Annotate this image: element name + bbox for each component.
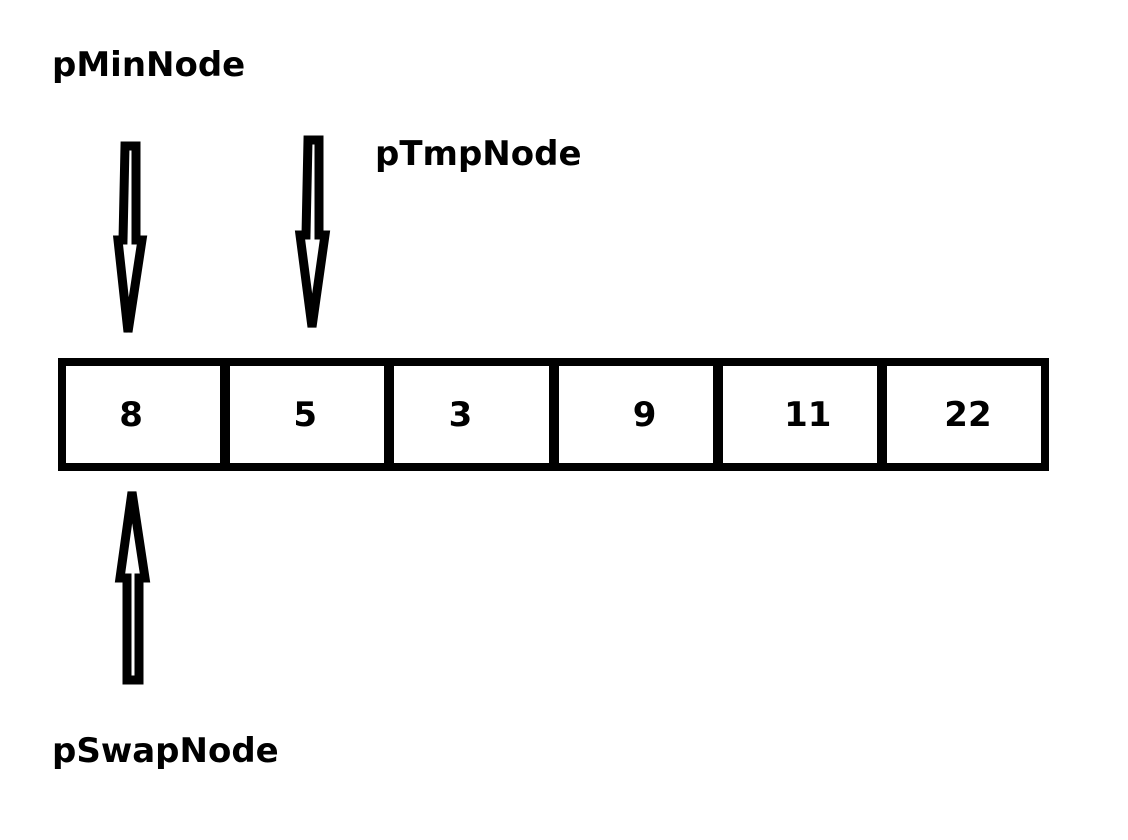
cell-value: 9 (632, 394, 657, 435)
array-cell: 22 (887, 366, 1041, 463)
pmin-node-label: pMinNode (52, 45, 246, 85)
pmin-node-arrow-down (112, 141, 148, 333)
array-cell: 8 (66, 366, 231, 463)
cell-value: 22 (944, 394, 992, 435)
array-cell: 5 (230, 366, 395, 463)
cell-value: 8 (119, 394, 143, 435)
ptmp-node-arrow-down (294, 135, 331, 328)
array-cell: 9 (559, 366, 723, 463)
cell-value: 11 (784, 394, 832, 435)
ptmp-node-label: pTmpNode (375, 134, 582, 174)
linked-list-array: 8 5 3 9 11 22 (58, 358, 1049, 471)
pswap-node-label: pSwapNode (52, 731, 279, 771)
array-cell: 3 (394, 366, 559, 463)
cell-value: 3 (448, 394, 473, 435)
cell-value: 5 (293, 394, 318, 435)
array-cell: 11 (723, 366, 887, 463)
pswap-node-arrow-up (114, 491, 151, 685)
